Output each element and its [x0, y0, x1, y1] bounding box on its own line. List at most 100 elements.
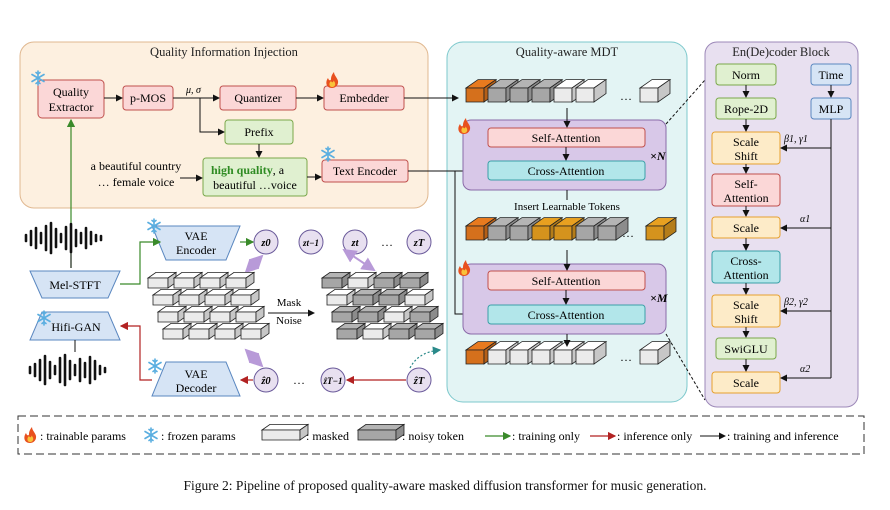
pmos-label: p-MOS — [130, 91, 166, 105]
self-att-line-1: Self- — [734, 177, 757, 191]
pmos-box: p-MOS — [122, 85, 174, 111]
zt1-label: zt−1 — [302, 238, 319, 248]
token — [486, 78, 520, 103]
scale-shift-1-line-2: Shift — [734, 149, 758, 163]
legend-snowflake-icon — [142, 426, 160, 444]
latent-cell — [156, 305, 188, 323]
cross-attention-m: Cross-Attention — [487, 304, 646, 325]
mu-sigma-label: μ, σ — [185, 85, 202, 96]
legend-noisy-token-icon — [356, 423, 406, 441]
qii-title: Quality Information Injection — [150, 45, 299, 59]
repeat-n-label: ×N — [650, 149, 667, 163]
alpha2-label: α2 — [800, 364, 810, 375]
alpha1-label: α1 — [800, 214, 810, 225]
vae-decoder-block: VAE Decoder — [151, 361, 241, 397]
scale-shift-2-line-1: Scale — [733, 298, 759, 312]
legend-trainable: : trainable params — [40, 429, 126, 443]
token — [574, 78, 608, 103]
frozen-snowflake-icon — [319, 145, 337, 163]
input-waveform — [24, 221, 103, 255]
quantizer-label: Quantizer — [234, 91, 281, 105]
latent-z0: z0 — [253, 229, 279, 255]
self-attention-m-label: Self-Attention — [532, 274, 601, 288]
token-row-middle — [464, 216, 678, 241]
latent-dots-bottom: … — [293, 373, 305, 387]
latent-cell — [146, 271, 178, 289]
mel-stft-label: Mel-STFT — [49, 278, 101, 292]
figure-caption: Figure 2: Pipeline of proposed quality-a… — [183, 478, 707, 493]
prompt-rest-2: beautiful …voice — [213, 178, 297, 192]
scale-box-2: Scale — [711, 371, 781, 394]
legend-frozen: : frozen params — [161, 429, 236, 443]
zh0-label: ẑ0 — [260, 376, 271, 387]
legend-noisy-token — [356, 423, 406, 441]
zT-label: zT — [413, 238, 425, 249]
prompt-rest-1: , a — [273, 163, 285, 177]
latent-cell — [187, 322, 219, 340]
token — [596, 216, 630, 241]
latent-zt-minus-1: zt−1 — [298, 229, 324, 255]
mask-label: Mask — [277, 297, 302, 309]
latent-cell — [382, 305, 414, 323]
cross-att-line-2: Attention — [723, 268, 768, 282]
latent-cell — [198, 271, 230, 289]
scale-shift-box-2: Scale Shift — [711, 294, 781, 328]
legend-box — [17, 415, 865, 455]
latent-cell — [372, 271, 404, 289]
latent-cell — [203, 288, 235, 306]
zhT1-label: ẑT−1 — [323, 376, 343, 386]
embedder-box: Embedder — [323, 85, 405, 111]
rope-2d-label: Rope-2D — [724, 102, 768, 116]
token — [574, 340, 608, 365]
frozen-snowflake-icon — [29, 69, 47, 87]
svg-text:high quality, a: high quality, a — [211, 163, 285, 177]
quality-extractor-label-1: Quality — [53, 85, 89, 99]
token-dots-middle: … — [622, 226, 634, 240]
cross-attention-n: Cross-Attention — [487, 160, 646, 181]
frozen-snowflake-icon — [146, 357, 164, 375]
latent-cell — [161, 322, 193, 340]
latent-zt: zt — [342, 229, 368, 255]
self-attention-n: Self-Attention — [487, 127, 646, 148]
latent-cell — [325, 288, 357, 306]
zhT-label: ẑT — [413, 376, 425, 387]
legend-both: : training and inference — [727, 429, 839, 443]
embedder-label: Embedder — [339, 91, 388, 105]
swiglu-box: SwiGLU — [715, 337, 777, 360]
latent-zT: zT — [406, 229, 432, 255]
latent-cell — [151, 288, 183, 306]
quantizer-box: Quantizer — [219, 85, 297, 111]
vae-encoder-label-2: Encoder — [176, 243, 216, 257]
latent-cell — [387, 322, 419, 340]
output-waveform — [28, 353, 107, 387]
cross-attention-n-label: Cross-Attention — [528, 164, 605, 178]
clean-latent-grid — [146, 271, 271, 340]
latent-cell — [224, 271, 256, 289]
legend-masked-token — [260, 423, 310, 441]
beta2-gamma2-label: β2, γ2 — [783, 297, 808, 308]
latent-cell — [234, 305, 266, 323]
self-attention-m: Self-Attention — [487, 270, 646, 291]
block-title: En(De)coder Block — [732, 45, 830, 59]
mlp-label: MLP — [819, 102, 844, 116]
noise-label: Noise — [276, 315, 302, 327]
token-row-bottom — [464, 340, 672, 365]
latent-zhat0: ẑ0 — [253, 367, 279, 393]
norm-box: Norm — [715, 63, 777, 86]
scale-box-1: Scale — [711, 216, 781, 239]
frozen-snowflake-icon — [35, 309, 53, 327]
legend-masked-token-icon — [260, 423, 310, 441]
latent-cell — [330, 305, 362, 323]
vae-encoder-block: VAE Encoder — [151, 225, 241, 261]
prompt-box: high quality, a beautiful …voice — [202, 157, 308, 197]
token-row-top — [464, 78, 672, 103]
latent-cell — [182, 305, 214, 323]
latent-cell — [335, 322, 367, 340]
scale-shift-2-line-2: Shift — [734, 312, 758, 326]
token — [530, 340, 564, 365]
token — [644, 216, 678, 241]
text-input-line-2: … female voice — [98, 175, 175, 189]
latent-cell — [172, 271, 204, 289]
latent-cell — [229, 288, 261, 306]
